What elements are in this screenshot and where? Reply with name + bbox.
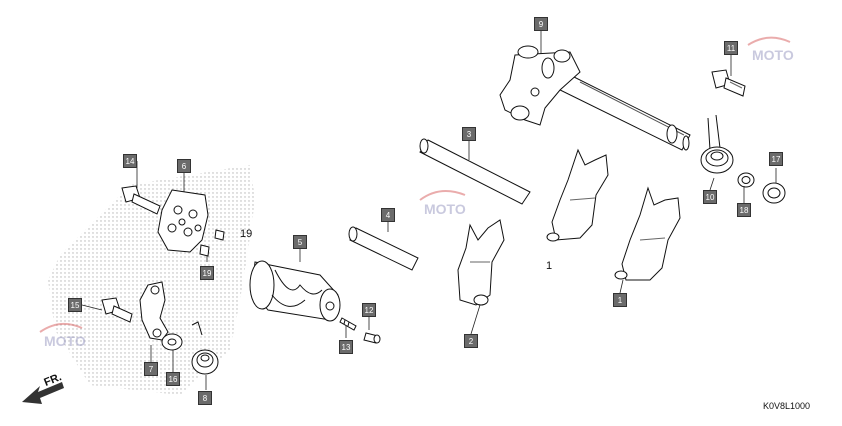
part-tag-17: 17 <box>769 152 783 166</box>
collar-16 <box>161 333 183 351</box>
front-arrow-icon <box>22 382 64 404</box>
part-tag-3: 3 <box>462 127 476 141</box>
bolt-11 <box>711 69 746 97</box>
part-tag-19: 19 <box>200 266 214 280</box>
spring-10 <box>700 114 734 174</box>
shift-fork-1a <box>546 148 609 242</box>
watermark-text-1: MOTO <box>424 201 466 217</box>
part-tag-6: 6 <box>177 159 191 173</box>
leader-lines <box>81 30 777 390</box>
fork-shaft-3 <box>419 138 531 205</box>
free-label-19: 19 <box>240 228 253 240</box>
part-tag-15: 15 <box>68 298 82 312</box>
part-tag-1: 1 <box>613 293 627 307</box>
part-tag-8: 8 <box>198 391 212 405</box>
part-tag-9: 9 <box>534 17 548 31</box>
part-tag-11: 11 <box>724 41 738 55</box>
watermark-text-2: MOTO <box>752 47 794 63</box>
part-tag-2: 2 <box>464 334 478 348</box>
shift-shaft <box>499 45 691 151</box>
shift-fork-1b <box>614 186 681 281</box>
part-tag-4: 4 <box>381 208 395 222</box>
return-spring-8 <box>191 321 219 375</box>
dotted-background <box>48 165 255 395</box>
pin-12 <box>363 332 381 344</box>
fork-shaft-4 <box>348 226 419 271</box>
part-tag-13: 13 <box>339 340 353 354</box>
part-tag-18: 18 <box>737 203 751 217</box>
free-label-1: 1 <box>546 260 553 272</box>
watermark-text-3: MOTO <box>44 333 86 349</box>
part-tag-16: 16 <box>166 372 180 386</box>
watermark-logo: MOTO MOTO MOTO <box>39 36 794 349</box>
part-tag-7: 7 <box>144 362 158 376</box>
shift-fork-2 <box>457 219 505 306</box>
washer-17 <box>762 182 786 204</box>
part-tag-5: 5 <box>293 235 307 249</box>
part-tag-12: 12 <box>362 303 376 317</box>
shift-drum-5 <box>249 260 341 322</box>
part-tag-10: 10 <box>703 190 717 204</box>
drum-center-plate-6 <box>157 189 209 253</box>
bolt-14 <box>121 185 161 215</box>
bolt-15 <box>101 297 133 323</box>
dowel-pin-19 <box>199 229 225 257</box>
drawing-code: K0V8L1000 <box>762 401 810 411</box>
spring-pin-13 <box>339 317 357 331</box>
clip-18 <box>737 172 755 188</box>
part-tag-14: 14 <box>123 154 137 168</box>
